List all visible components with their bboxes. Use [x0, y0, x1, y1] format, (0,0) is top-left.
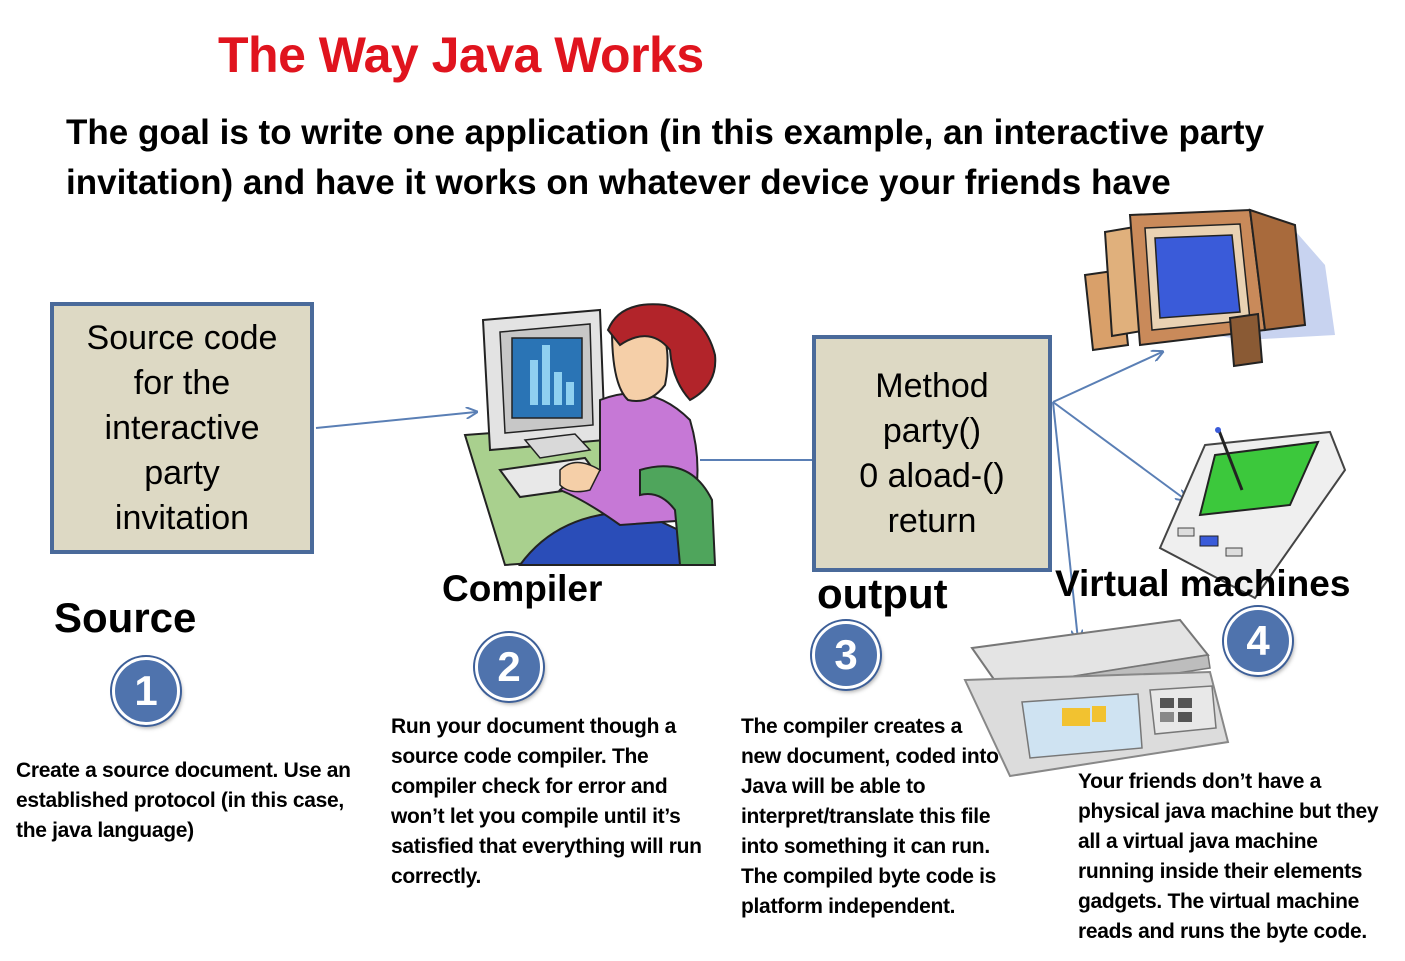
method-box-line: return	[859, 499, 1005, 544]
step-number-badge: 3	[812, 621, 880, 689]
method-box-line: Method	[859, 364, 1005, 409]
source-box-line: for the	[87, 361, 278, 406]
step-number-badge: 4	[1224, 607, 1292, 675]
step-number-badge: 2	[475, 633, 543, 701]
step-label-source: Source	[54, 594, 196, 642]
step-label-output: output	[817, 570, 948, 618]
desktop-computer-icon	[1085, 210, 1335, 366]
source-code-box: Source code for the interactive party in…	[50, 302, 314, 554]
source-box-line: Source code	[87, 316, 278, 361]
step-label-compiler: Compiler	[442, 568, 602, 610]
step-label-virtual-machines: Virtual machines	[1055, 560, 1230, 608]
method-box: Method party() 0 aload-() return	[812, 335, 1052, 572]
source-box-line: invitation	[87, 496, 278, 541]
arrow-output-to-pda	[1053, 402, 1186, 500]
step-description-output: The compiler creates a new document, cod…	[741, 712, 1006, 922]
method-box-line: 0 aload-()	[859, 454, 1005, 499]
step-description-virtual-machines: Your friends don’t have a physical java …	[1078, 767, 1398, 947]
arrow-source-to-compiler	[316, 412, 476, 428]
step-description-compiler: Run your document though a source code c…	[391, 712, 711, 892]
arrow-output-to-desktop	[1053, 352, 1162, 402]
source-box-line: interactive	[87, 406, 278, 451]
person-at-computer-icon	[465, 304, 715, 565]
source-box-line: party	[87, 451, 278, 496]
step-number-badge: 1	[112, 657, 180, 725]
step-description-source: Create a source document. Use an establi…	[16, 756, 361, 846]
method-box-line: party()	[859, 409, 1005, 454]
